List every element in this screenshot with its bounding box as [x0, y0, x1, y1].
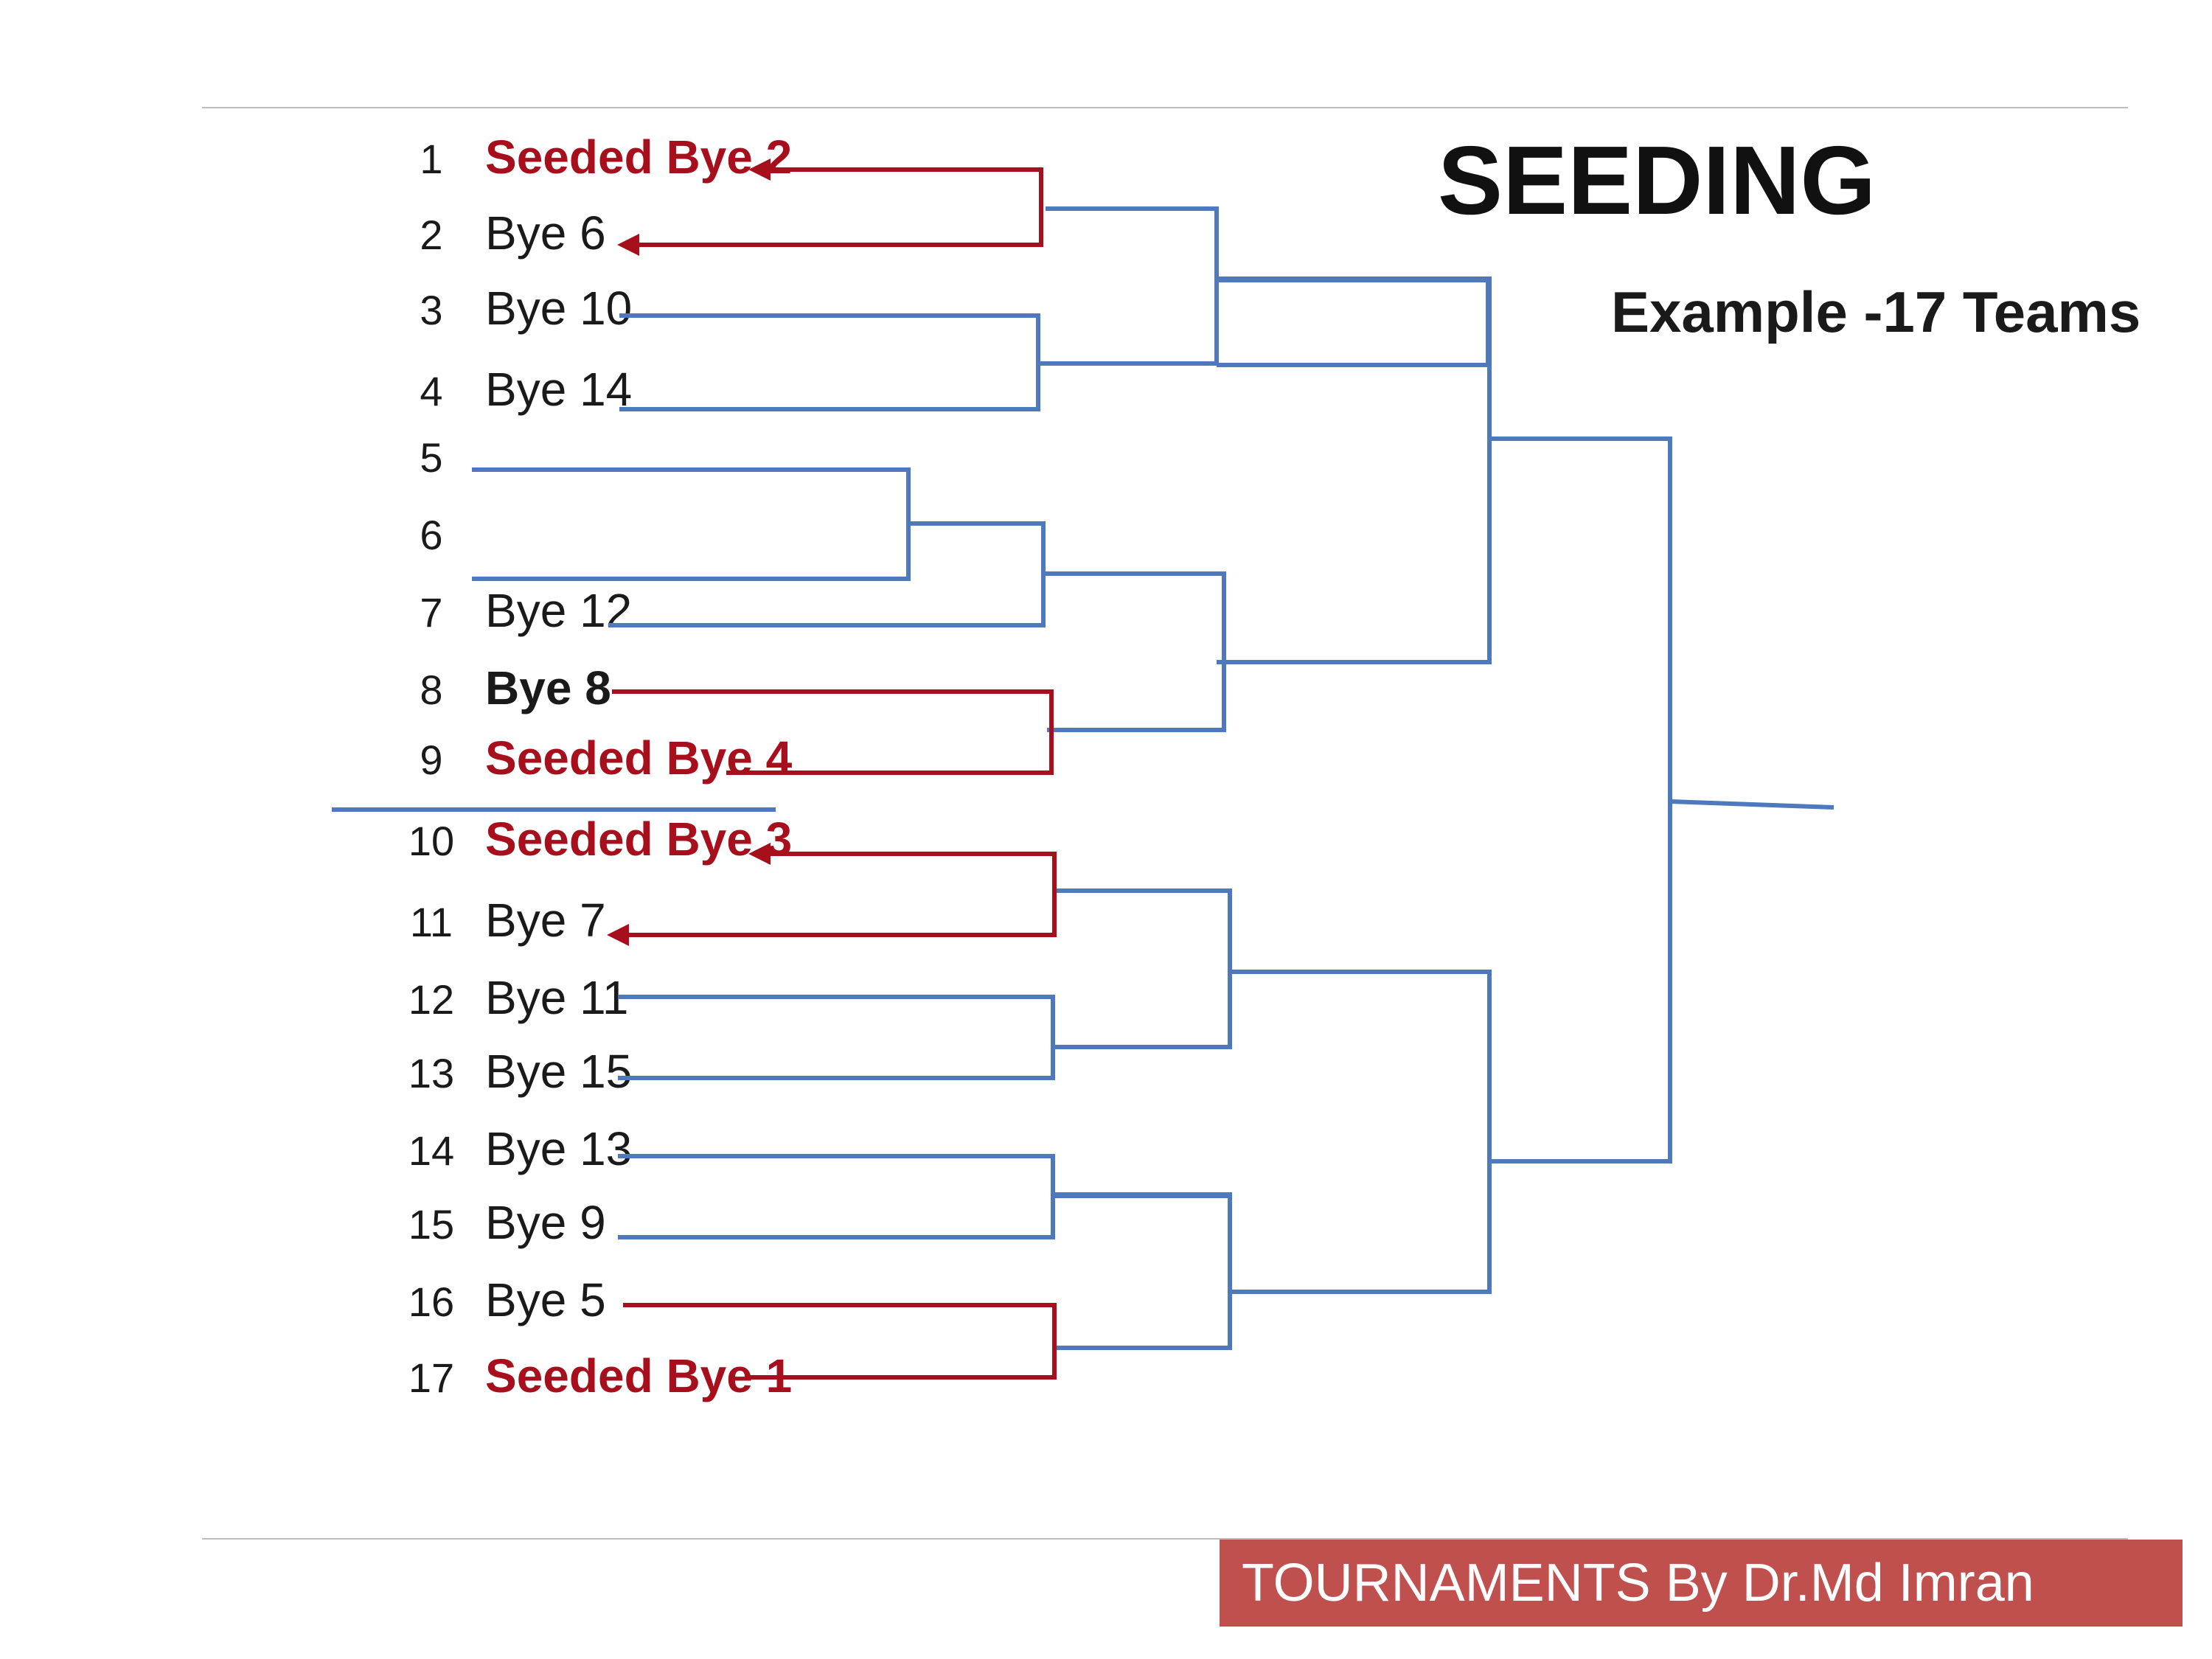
- seed-number: 9: [420, 737, 442, 783]
- seed-number: 16: [408, 1279, 454, 1325]
- bracket-line: [1669, 799, 1834, 810]
- seed-number: 13: [408, 1050, 454, 1096]
- team-label: Bye 8: [485, 661, 611, 714]
- seeded-team-label: Seeded Bye 3: [485, 813, 792, 866]
- bracket-line: [1038, 206, 1219, 366]
- top-divider: [202, 107, 2128, 108]
- bracket-line: [1043, 571, 1226, 732]
- footer-credit: TOURNAMENTS By Dr.Md Imran: [1220, 1540, 2183, 1627]
- seed-number: 4: [420, 368, 442, 414]
- bracket-line: [1489, 437, 1672, 1164]
- seed-number: 7: [420, 589, 442, 636]
- seed-number: 15: [408, 1201, 454, 1248]
- team-label: Bye 9: [485, 1196, 606, 1249]
- team-label: Bye 10: [485, 282, 632, 335]
- team-label: Bye 14: [485, 363, 632, 416]
- team-label: Bye 5: [485, 1273, 606, 1326]
- team-label: Bye 13: [485, 1122, 632, 1175]
- bracket-line: [619, 313, 1040, 411]
- bracket-line: [472, 467, 911, 581]
- bracket-line: [618, 995, 1055, 1080]
- diagram-title: SEEDING: [1438, 126, 1876, 234]
- seed-number: 1: [420, 136, 442, 182]
- seeded-bracket-line: [623, 1303, 1057, 1380]
- team-label: Bye 6: [485, 206, 606, 260]
- team-label: Bye 7: [485, 894, 606, 947]
- seeded-team-label: Seeded Bye 2: [485, 131, 792, 184]
- seed-number: 17: [408, 1354, 454, 1401]
- bracket-line: [608, 521, 1046, 627]
- bracket-lines: [332, 206, 1834, 1350]
- bracket-line: [1054, 888, 1232, 1049]
- bracket-line: [1053, 1192, 1232, 1350]
- diagram-subtitle: Example -17 Teams: [1611, 279, 2140, 344]
- seed-number: 14: [408, 1127, 454, 1174]
- seed-number: 3: [420, 287, 442, 333]
- seeded-team-label: Seeded Bye 4: [485, 731, 793, 785]
- seeded-bracket-line: [612, 689, 1054, 775]
- bracket-line: [618, 1154, 1055, 1239]
- bottom-divider: [202, 1538, 2128, 1540]
- team-label: Bye 15: [485, 1045, 632, 1098]
- seed-number: 11: [410, 899, 453, 945]
- seed-number: 2: [420, 212, 442, 258]
- seed-number: 12: [408, 976, 454, 1023]
- seeded-bracket-line: [607, 843, 1057, 946]
- team-label: Bye 12: [485, 584, 632, 637]
- seeded-lines: [607, 159, 1057, 1380]
- seed-number: 6: [420, 512, 442, 558]
- seed-number: 5: [420, 434, 442, 481]
- bracket-line: [1217, 276, 1492, 664]
- bracket-line: [1230, 970, 1492, 1294]
- seed-number: 8: [420, 667, 442, 713]
- team-label: Bye 11: [485, 971, 629, 1024]
- bracket-line: [1217, 278, 1490, 367]
- seed-number: 10: [408, 818, 454, 864]
- seeded-team-label: Seeded Bye 1: [485, 1349, 792, 1402]
- seeded-bracket-line: [617, 159, 1043, 256]
